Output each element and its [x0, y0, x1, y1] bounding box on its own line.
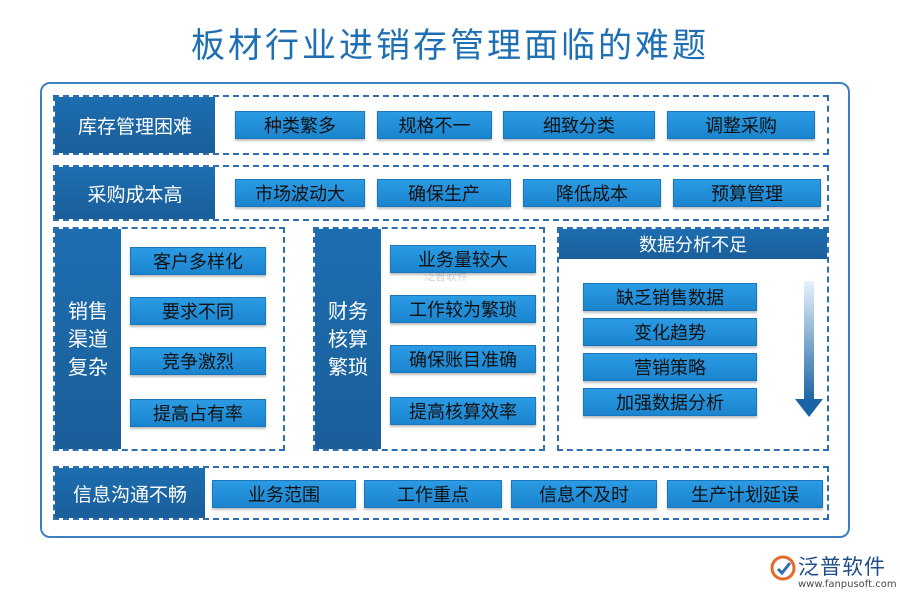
sales-label-line: 复杂: [68, 355, 108, 379]
logo-icon: [770, 555, 796, 581]
purchase-item: 降低成本: [523, 179, 661, 207]
row-communication-label: 信息沟通不畅: [55, 468, 205, 518]
logo: 泛普软件 www.fanpusoft.com: [770, 551, 897, 596]
finance-label-line: 核算: [328, 327, 368, 351]
row-inventory-label: 库存管理困难: [55, 97, 215, 153]
logo-name: 泛普软件: [798, 555, 886, 579]
row-purchase-label: 采购成本高: [55, 167, 215, 219]
sales-item: 客户多样化: [130, 247, 266, 275]
purchase-item: 预算管理: [673, 179, 821, 207]
data-item: 缺乏销售数据: [583, 283, 757, 311]
row-communication: 信息沟通不畅 业务范围 工作重点 信息不及时 生产计划延误: [53, 466, 829, 520]
panel-finance-label: 财务 核算 繁琐: [315, 229, 381, 449]
finance-label-line: 繁琐: [328, 355, 368, 379]
finance-item: 工作较为繁琐: [390, 295, 536, 323]
inventory-item: 调整采购: [667, 111, 815, 139]
purchase-item: 确保生产: [377, 179, 511, 207]
communication-item: 生产计划延误: [667, 480, 823, 508]
sales-item: 提高占有率: [130, 399, 266, 427]
purchase-item: 市场波动大: [235, 179, 365, 207]
communication-item: 工作重点: [364, 480, 502, 508]
panel-finance: 财务 核算 繁琐 业务量较大 工作较为繁琐 确保账目准确 提高核算效率: [313, 227, 545, 451]
row-inventory: 库存管理困难 种类繁多 规格不一 细致分类 调整采购: [53, 95, 829, 155]
data-item: 加强数据分析: [583, 388, 757, 416]
finance-item: 业务量较大: [390, 245, 536, 273]
panel-sales: 销售 渠道 复杂 客户多样化 要求不同 竞争激烈 提高占有率: [53, 227, 285, 451]
down-arrow-icon: [795, 281, 823, 417]
row-purchase: 采购成本高 市场波动大 确保生产 降低成本 预算管理: [53, 165, 829, 221]
inventory-item: 种类繁多: [235, 111, 365, 139]
finance-item: 确保账目准确: [390, 345, 536, 373]
data-item: 变化趋势: [583, 318, 757, 346]
sales-item: 竞争激烈: [130, 347, 266, 375]
sales-label-line: 渠道: [68, 327, 108, 351]
communication-item: 业务范围: [212, 480, 356, 508]
sales-label-line: 销售: [68, 299, 108, 323]
inventory-item: 规格不一: [377, 111, 492, 139]
inventory-item: 细致分类: [503, 111, 655, 139]
panel-data-label: 数据分析不足: [559, 229, 827, 259]
panel-sales-label: 销售 渠道 复杂: [55, 229, 121, 449]
finance-label-line: 财务: [328, 299, 368, 323]
communication-item: 信息不及时: [511, 480, 657, 508]
data-item: 营销策略: [583, 353, 757, 381]
logo-url: www.fanpusoft.com: [798, 579, 897, 590]
sales-item: 要求不同: [130, 297, 266, 325]
finance-item: 提高核算效率: [390, 397, 536, 425]
panel-data: 数据分析不足 缺乏销售数据 变化趋势 营销策略 加强数据分析: [557, 227, 829, 451]
page-title: 板材行业进销存管理面临的难题: [191, 26, 709, 66]
watermark: 泛普软件: [424, 270, 468, 283]
